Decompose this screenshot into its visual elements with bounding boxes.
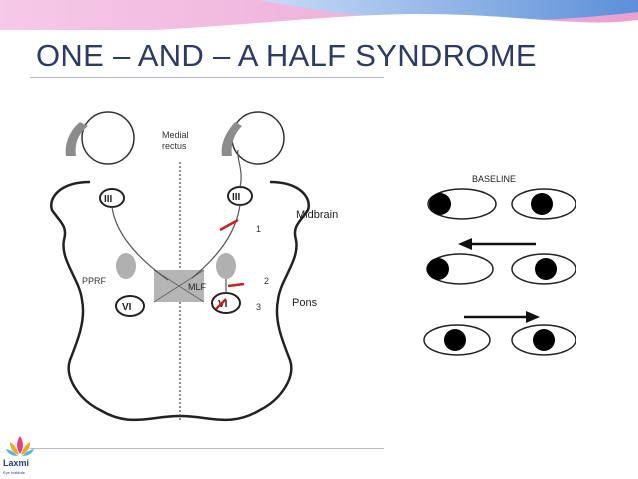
pons-label: Pons	[292, 297, 318, 309]
midbrain-label: Midbrain	[296, 209, 338, 221]
nucleus-vi-right: VI	[211, 292, 241, 314]
right-gaze-left-pupil	[444, 329, 466, 351]
baseline-row	[427, 188, 576, 220]
left-eyeball	[65, 111, 135, 165]
svg-text:VI: VI	[122, 302, 132, 313]
laxmi-logo	[6, 436, 34, 456]
lesion-3-label: 3	[256, 302, 261, 312]
right-eyeball	[221, 111, 285, 165]
medial-rectus-label-line2: rectus	[162, 141, 187, 151]
pathway-left	[111, 206, 169, 281]
lesion-1	[219, 218, 239, 232]
svg-text:VI: VI	[218, 299, 228, 310]
baseline-left-pupil	[429, 193, 451, 215]
left-arrow-icon	[458, 238, 472, 250]
pprf-right	[216, 253, 236, 279]
logo-tagline: Eye Institute	[3, 470, 26, 475]
header-wave-white	[0, 14, 638, 40]
svg-text:III: III	[232, 192, 241, 203]
left-gaze-right-pupil	[535, 258, 557, 280]
pprf-label: PPRF	[82, 276, 107, 286]
baseline-right-pupil	[531, 193, 553, 215]
logo-name: Laxmi	[3, 458, 30, 468]
footer-rule	[30, 448, 384, 449]
left-gaze-left-pupil	[427, 258, 449, 280]
nucleus-vi-left: VI	[115, 295, 145, 317]
baseline-label: BASELINE	[472, 174, 516, 184]
nucleus-iii-right: III	[227, 186, 253, 206]
pathway-right	[191, 204, 241, 279]
lesion-1-label: 1	[256, 224, 261, 234]
left-gaze-row	[426, 238, 576, 285]
svg-text:III: III	[104, 194, 113, 205]
lesion-3	[215, 298, 227, 310]
right-gaze-row	[423, 311, 576, 356]
brainstem-diagram: Medial rectus MLF PPRF III III VI	[50, 111, 338, 422]
medial-rectus-label-line1: Medial	[162, 130, 189, 140]
nucleus-iii-left: III	[99, 188, 125, 208]
pprf-left	[116, 253, 136, 279]
lesion-2	[227, 282, 245, 288]
mlf-label: MLF	[188, 282, 207, 292]
right-arrow-icon	[526, 311, 540, 323]
header-wave-blue	[260, 0, 638, 22]
right-gaze-right-pupil	[533, 329, 555, 351]
header-decoration	[0, 0, 638, 40]
lesion-2-label: 2	[264, 276, 269, 286]
title-underline	[30, 77, 384, 78]
nerve-right-to-eye	[237, 149, 242, 188]
eye-position-panel: BASELINE	[423, 174, 576, 356]
slide-title: ONE – AND – A HALF SYNDROME	[36, 38, 537, 73]
